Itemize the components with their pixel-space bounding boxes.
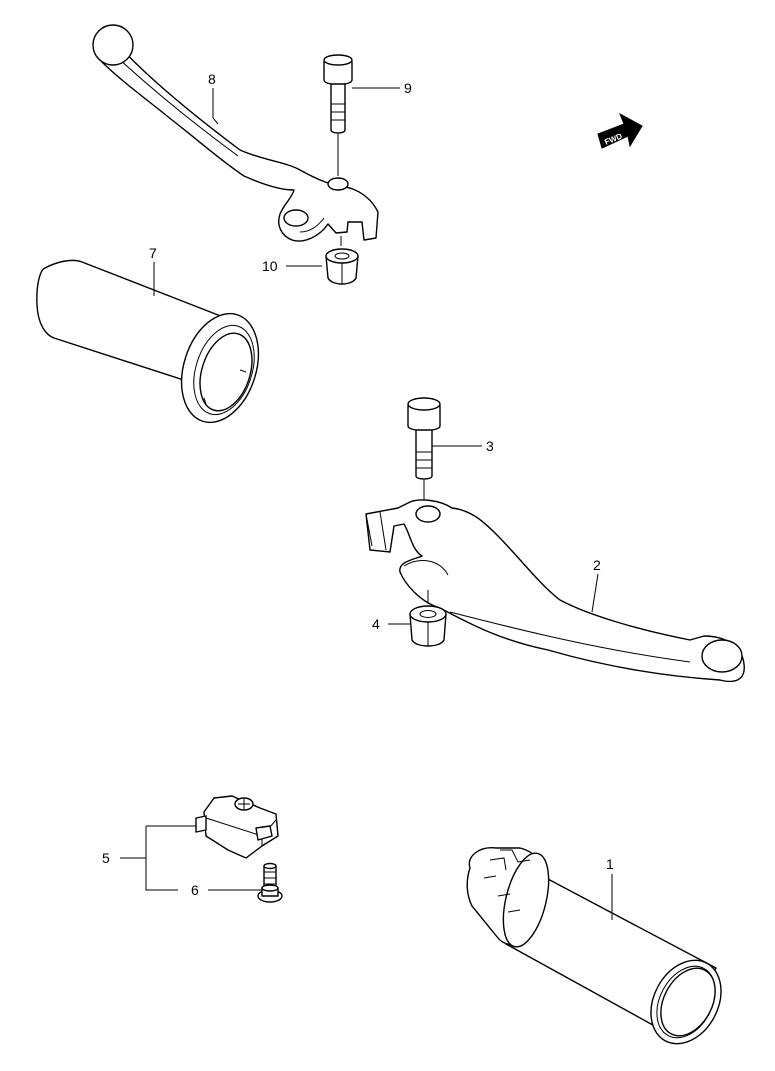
throttle-grip bbox=[466, 847, 722, 1045]
brake-lever-nut bbox=[409, 590, 447, 647]
brake-lever-bolt bbox=[407, 397, 441, 506]
clutch-lever-nut bbox=[325, 236, 359, 285]
switch-screw bbox=[257, 862, 283, 903]
forward-direction-arrow-icon: FWD bbox=[597, 112, 643, 149]
callout-3: 3 bbox=[486, 438, 494, 454]
callout-leaders bbox=[120, 87, 613, 920]
callout-1: 1 bbox=[606, 856, 614, 872]
clutch-lever bbox=[92, 24, 379, 242]
callout-4: 4 bbox=[372, 616, 380, 632]
callout-6: 6 bbox=[191, 882, 199, 898]
callout-2: 2 bbox=[593, 557, 601, 573]
callout-10: 10 bbox=[262, 258, 278, 274]
clutch-lever-bolt bbox=[323, 54, 353, 176]
callout-7: 7 bbox=[149, 245, 157, 261]
switch-assembly bbox=[195, 795, 279, 859]
left-handlebar-grip bbox=[36, 259, 260, 424]
callout-9: 9 bbox=[404, 80, 412, 96]
callout-8: 8 bbox=[208, 71, 216, 87]
brake-lever bbox=[365, 499, 745, 683]
callout-5: 5 bbox=[102, 850, 110, 866]
callout-labels: 1 2 3 4 5 6 7 8 9 10 bbox=[102, 71, 614, 898]
